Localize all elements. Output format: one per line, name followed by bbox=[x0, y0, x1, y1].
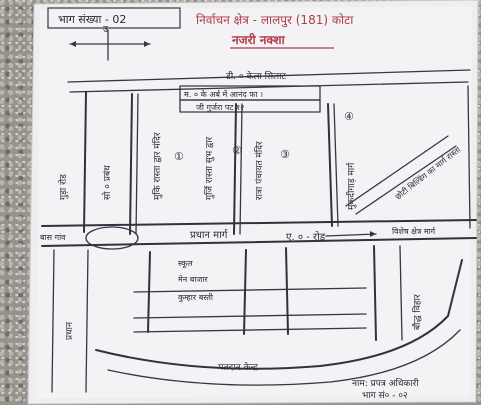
map-title: नजरी नक्शा bbox=[231, 33, 286, 47]
circled-mark-4: ④ bbox=[344, 110, 354, 123]
lower-block1-label: स्कूल bbox=[178, 259, 193, 269]
circled-mark-3: ③ bbox=[280, 148, 290, 161]
left-block-label: सो ० प्रबंध bbox=[101, 165, 113, 200]
col3-label: रात्रा पंचायत मंदिर bbox=[253, 141, 265, 200]
col1-label: मुकि रास्ता द्वार मंदिर bbox=[151, 132, 163, 200]
bottom-center-label: मतदान केन्द्र bbox=[218, 361, 258, 373]
left-corner-oval bbox=[85, 226, 139, 250]
col2-label: गुर्जि रास्ता सुभ द्वार bbox=[203, 136, 215, 200]
signature-line-1: नाम: प्रपत्र अधिकारी bbox=[352, 377, 419, 389]
compass-north: उ bbox=[103, 25, 109, 35]
lower-right-label: बौद्ध विहार bbox=[411, 294, 423, 330]
row1-label: म. ० के अर्ब में आनंद फा । bbox=[184, 89, 263, 99]
left-corner-label: बास गांव bbox=[40, 233, 66, 242]
circled-mark-1: ① bbox=[174, 150, 184, 163]
constituency-title: निर्वाचन क्षेत्र - लालपुर (181) कोटा bbox=[196, 13, 354, 28]
signature-line-2: भाग सं० - ०२ bbox=[362, 390, 408, 401]
circled-mark-2: ② bbox=[232, 144, 242, 157]
lower-left-label: प्रधान bbox=[65, 321, 75, 340]
road-main-label: प्रधान मार्ग bbox=[190, 229, 228, 241]
row2-label: जी गुर्जरा पट १२ bbox=[196, 102, 244, 113]
left-road-label: गुड़ा रोड bbox=[57, 174, 69, 200]
road-code-label: ए. ० - रोड bbox=[286, 231, 326, 243]
right-gate-label: विशेष क्षेत्र मार्ग bbox=[392, 226, 436, 236]
house-count-text: भाग संख्या - 02 bbox=[58, 13, 126, 26]
house-count-box bbox=[47, 7, 181, 29]
col4-label: मुकदीगाड़ मार्ग bbox=[345, 162, 357, 210]
lower-block3-label: कुम्हार बस्ती bbox=[178, 292, 214, 303]
top-label: डी. ० केला सिलाट bbox=[225, 70, 286, 82]
compass-icon: उ bbox=[69, 25, 151, 61]
lower-block2-label: मेन बाजार bbox=[178, 274, 208, 284]
